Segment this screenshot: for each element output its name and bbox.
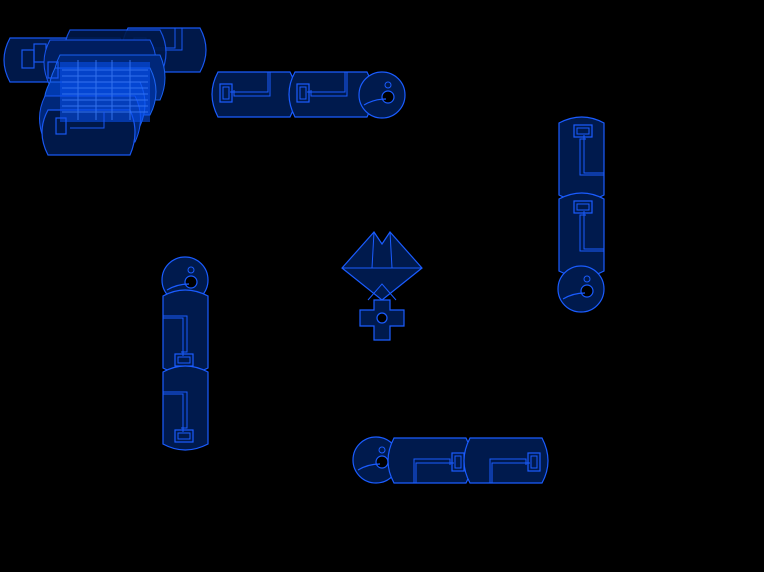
piece-bottom[interactable] — [352, 436, 549, 484]
piece-right[interactable] — [557, 116, 605, 313]
key-segment-icon — [463, 437, 549, 484]
center-emblem[interactable] — [341, 231, 423, 341]
key-segment-icon — [162, 365, 209, 451]
end-node-icon — [557, 265, 605, 313]
ghost-stack — [3, 27, 207, 156]
piece-top[interactable] — [211, 71, 406, 119]
key-segment-icon — [162, 289, 209, 375]
piece-left[interactable] — [161, 256, 209, 451]
overlapping-pieces-trail-icon — [3, 27, 207, 156]
key-segment-icon — [558, 116, 605, 202]
key-segment-icon — [558, 192, 605, 278]
key-segment-icon — [387, 437, 473, 484]
end-node-icon — [358, 71, 406, 119]
key-segment-icon — [211, 71, 297, 118]
crown-cross-emblem-icon — [341, 231, 423, 341]
